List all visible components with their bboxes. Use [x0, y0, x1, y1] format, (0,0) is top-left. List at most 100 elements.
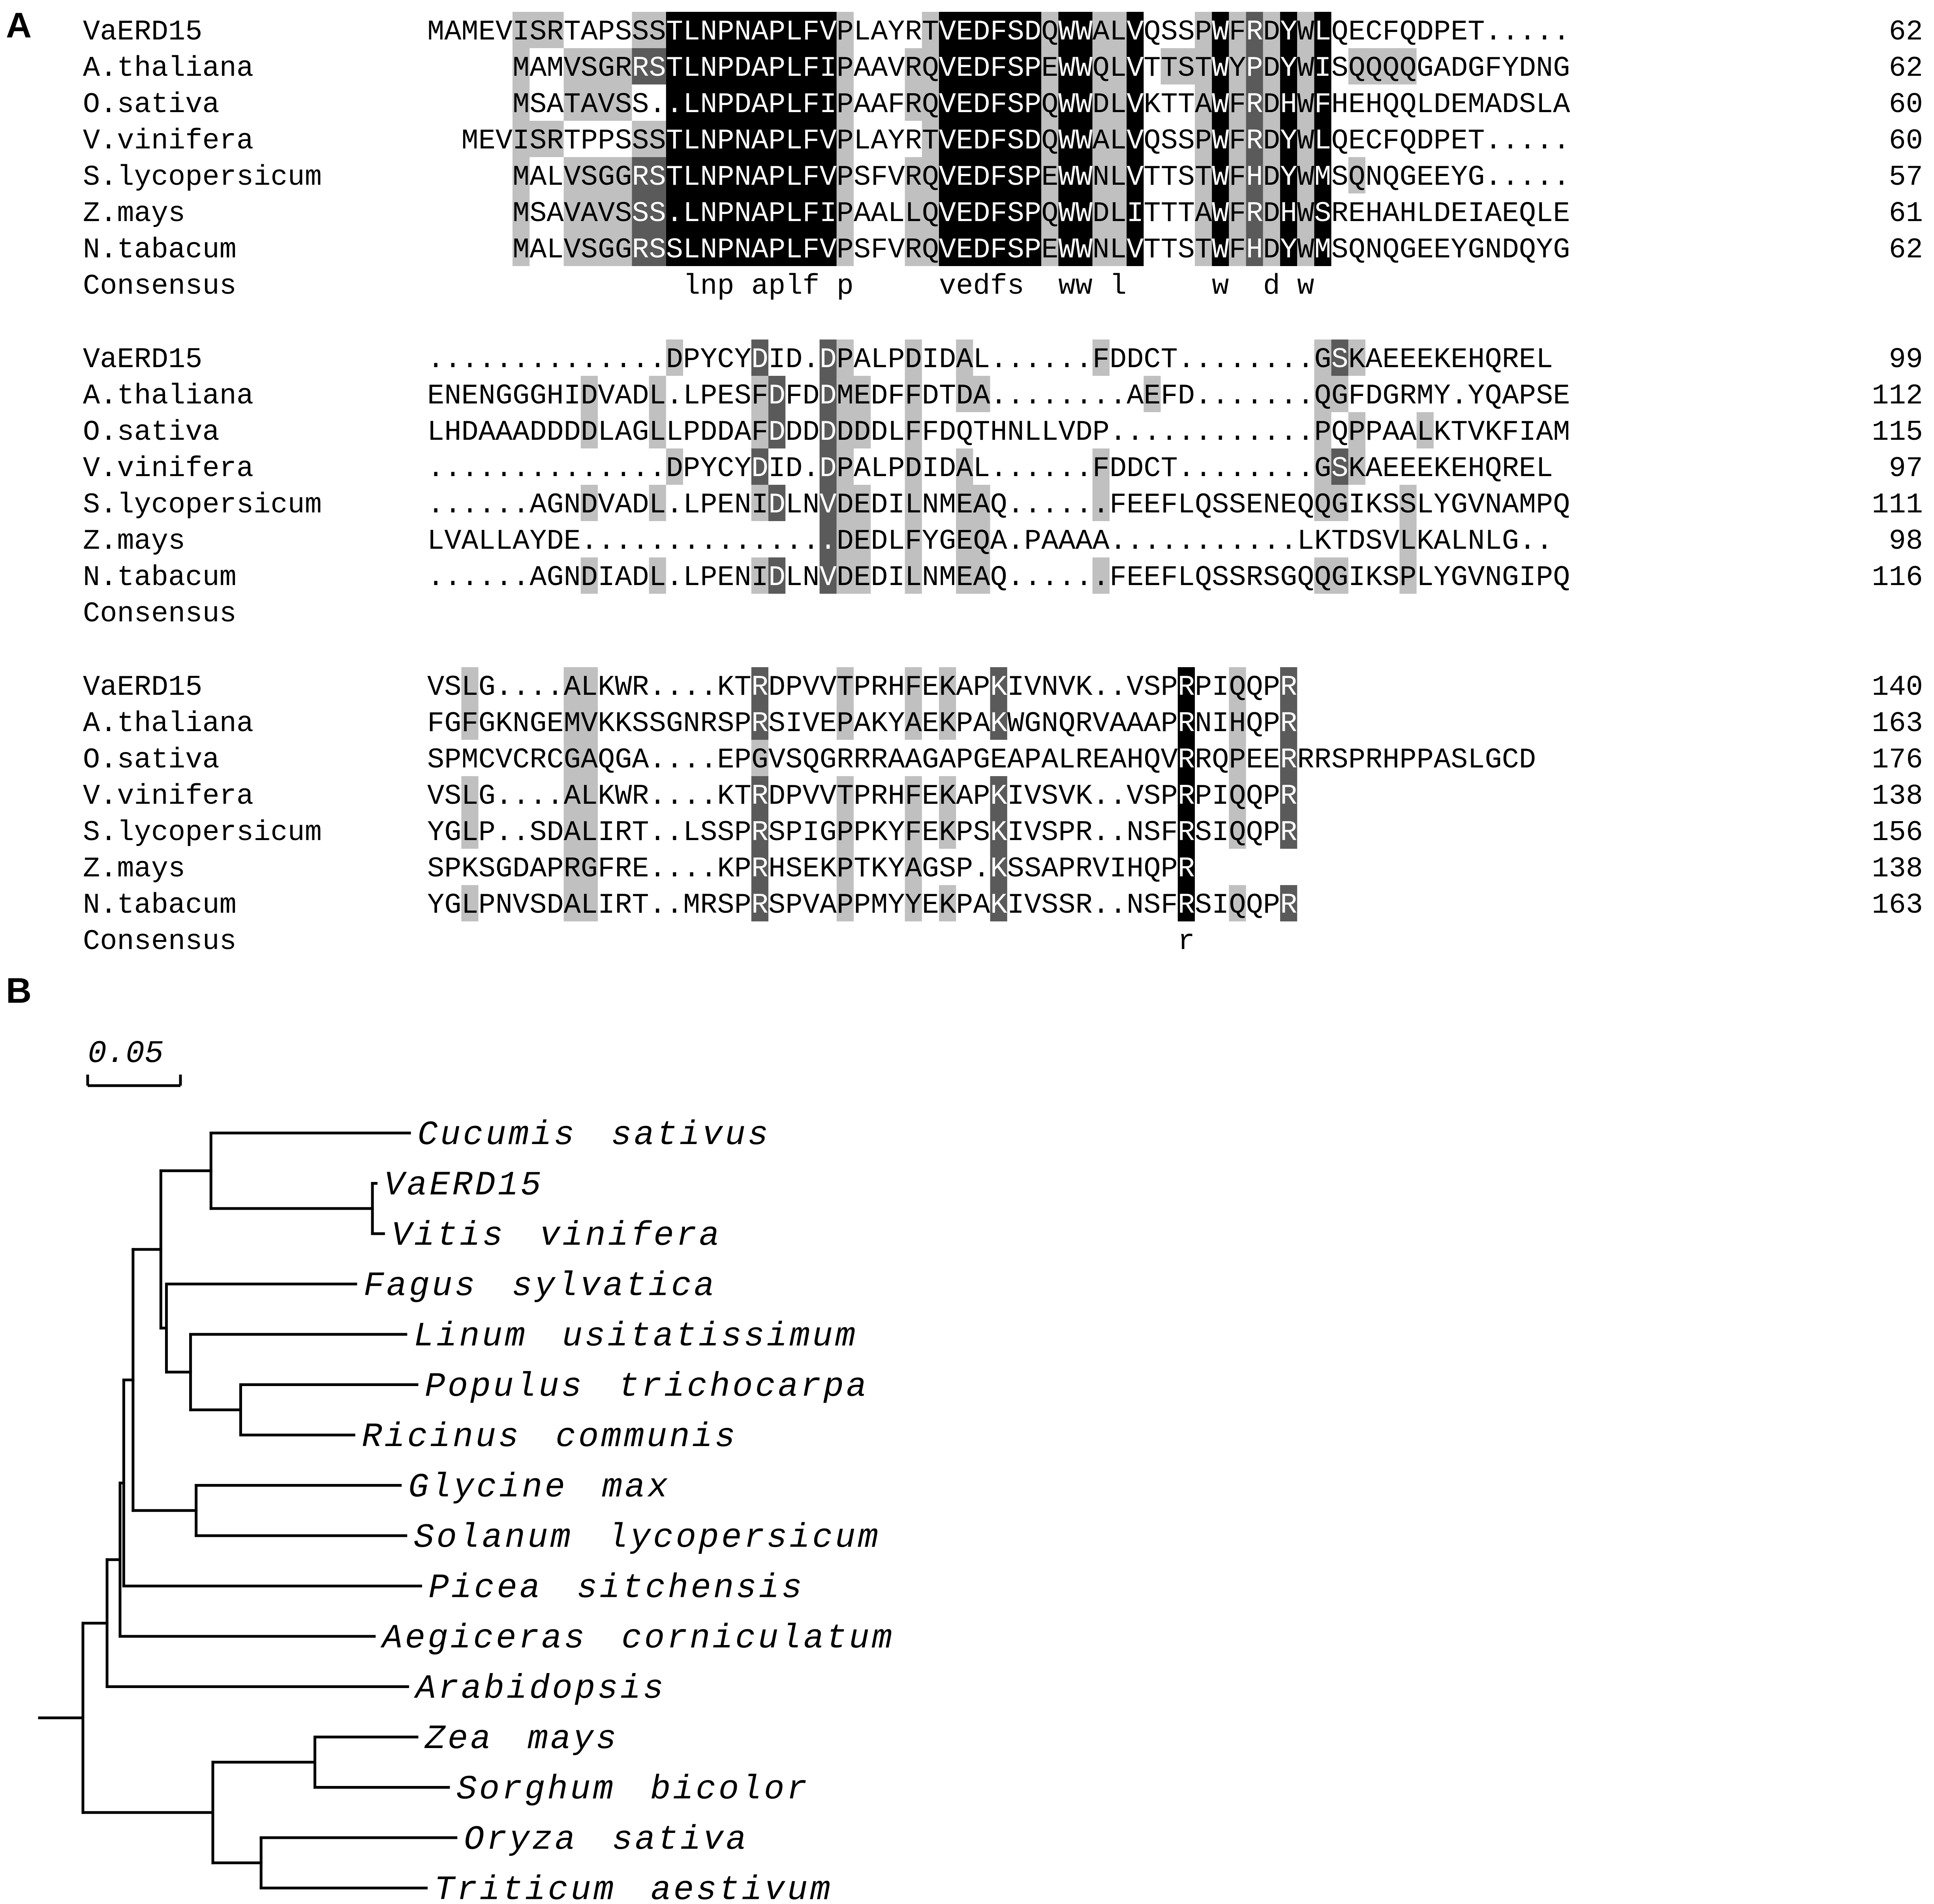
- shading-cell: [1195, 48, 1212, 84]
- shading-cell: [956, 340, 973, 376]
- shading-cell: [563, 230, 632, 266]
- shading-cell: [990, 703, 1007, 740]
- shading-cell: [819, 340, 837, 376]
- shading-cell: [990, 849, 1007, 885]
- shading-cell: [1297, 121, 1314, 157]
- shading-cell: [1195, 84, 1212, 121]
- shading-cell: [1229, 812, 1246, 849]
- shading-cell: [1399, 485, 1417, 521]
- shading-cell: [1263, 12, 1280, 48]
- sequence-name: O.sativa: [83, 744, 220, 776]
- shading-cell: [1144, 376, 1161, 412]
- shading-cell: [1058, 193, 1093, 230]
- shading-cell: [1280, 121, 1297, 157]
- shading-cell: [939, 12, 1042, 48]
- shading-cell: [939, 812, 956, 849]
- shading-cell: [939, 193, 1042, 230]
- shading-cell: [939, 776, 956, 812]
- shading-cell: [1092, 12, 1127, 48]
- shading-cell: [580, 557, 598, 594]
- sequence-residues: LVALLAYDE...............DEDLFYGEQA.PAAAA…: [427, 525, 1553, 557]
- consensus-label: Consensus: [83, 598, 237, 630]
- shading-cell: [1177, 885, 1195, 921]
- shading-cell: [819, 376, 837, 412]
- shading-cell: [1041, 230, 1059, 266]
- shading-cell: [1092, 230, 1127, 266]
- shading-cell: [632, 48, 666, 84]
- shading-cell: [1314, 485, 1348, 521]
- shading-cell: [1041, 157, 1059, 193]
- shading-cell: [1195, 121, 1212, 157]
- shading-cell: [751, 703, 768, 740]
- shading-cell: [1058, 157, 1093, 193]
- shading-cell: [513, 121, 564, 157]
- consensus-sequence: r: [427, 925, 1195, 958]
- shading-cell: [905, 812, 922, 849]
- shading-cell: [1263, 230, 1280, 266]
- sequence-name: V.vinifera: [83, 125, 253, 157]
- sequence-residues: MAMEVISRTAPSSSTLNPNAPLFVPLAYRTVEDFSDQWWA…: [427, 16, 1570, 48]
- tree-branches: [38, 1131, 458, 1889]
- sequence-name: Z.mays: [83, 525, 185, 557]
- shading-cell: [751, 557, 768, 594]
- shading-cell: [768, 376, 786, 412]
- shading-cell: [513, 157, 530, 193]
- shading-cell: [819, 521, 837, 557]
- shading-cell: [836, 230, 854, 266]
- sequence-residues: ..............DPYCYDID.DPALPDIDAL......F…: [427, 343, 1553, 376]
- shading-cell: [905, 193, 939, 230]
- shading-cell: [580, 376, 598, 412]
- panel-label-b: B: [6, 971, 32, 1011]
- shading-cell: [836, 157, 854, 193]
- shading-cell: [666, 193, 837, 230]
- consensus-sequence: lnp aplf p vedfs ww l w d w: [427, 270, 1314, 302]
- sequence-residues-highlight: MSAVAVSSS.LNPNAPLFIPAALLQVEDFSPQWWDLITTT…: [427, 197, 1570, 230]
- shading-cell: [751, 740, 768, 776]
- sequence-end-position: 140: [1872, 671, 1923, 703]
- shading-cell: [956, 485, 990, 521]
- shading-cell: [666, 121, 837, 157]
- sequence-residues-highlight: MALVSGGRSTLNPNAPLFVPSFVRQVEDFSPEWWNLVTTS…: [427, 161, 1570, 193]
- shading-cell: [905, 849, 922, 885]
- shading-cell: [1263, 84, 1280, 121]
- shading-cell: [461, 885, 479, 921]
- shading-cell: [1246, 157, 1263, 193]
- shading-cell: [836, 84, 854, 121]
- sequence-name: VaERD15: [83, 343, 202, 376]
- sequence-name: Z.mays: [83, 197, 185, 230]
- sequence-residues: MALVSGGRSTLNPNAPLFVPSFVRQVEDFSPEWWNLVTTS…: [427, 161, 1570, 193]
- shading-cell: [1229, 121, 1246, 157]
- shading-cell: [905, 667, 922, 703]
- sequence-end-position: 112: [1872, 380, 1923, 412]
- shading-cell: [1212, 230, 1229, 266]
- shading-cell: [1177, 703, 1195, 740]
- shading-cell: [836, 376, 871, 412]
- shading-cell: [513, 193, 530, 230]
- shading-cell: [1058, 48, 1093, 84]
- taxon-label: Cucumis sativus: [417, 1116, 770, 1154]
- shading-cell: [666, 340, 683, 376]
- shading-cell: [1127, 230, 1144, 266]
- shading-cell: [1092, 157, 1127, 193]
- shading-cell: [819, 412, 837, 448]
- sequence-name: N.tabacum: [83, 889, 237, 921]
- shading-cell: [1229, 230, 1246, 266]
- sequence-name: VaERD15: [83, 16, 202, 48]
- shading-cell: [1177, 667, 1195, 703]
- sequence-residues: YGLP..SDALIRT..LSSPRSPIGPPKYFEKPSKIVSPR.…: [427, 816, 1297, 849]
- shading-cell: [956, 376, 990, 412]
- sequence-residues-highlight: MALVSGGRSSLNPNAPLFVPSFVRQVEDFSPEWWNLVTTS…: [427, 234, 1570, 266]
- shading-cell: [1160, 48, 1195, 84]
- shading-cell: [1212, 12, 1229, 48]
- shading-cell: [1229, 48, 1246, 84]
- shading-cell: [939, 885, 956, 921]
- shading-cell: [1212, 48, 1229, 84]
- taxon-label: Vitis vinifera: [391, 1216, 722, 1255]
- shading-cell: [1229, 193, 1246, 230]
- shading-cell: [1092, 557, 1110, 594]
- shading-cell: [1314, 157, 1331, 193]
- shading-cell: [632, 230, 666, 266]
- shading-cell: [1314, 230, 1331, 266]
- taxon-label: VaERD15: [384, 1166, 543, 1205]
